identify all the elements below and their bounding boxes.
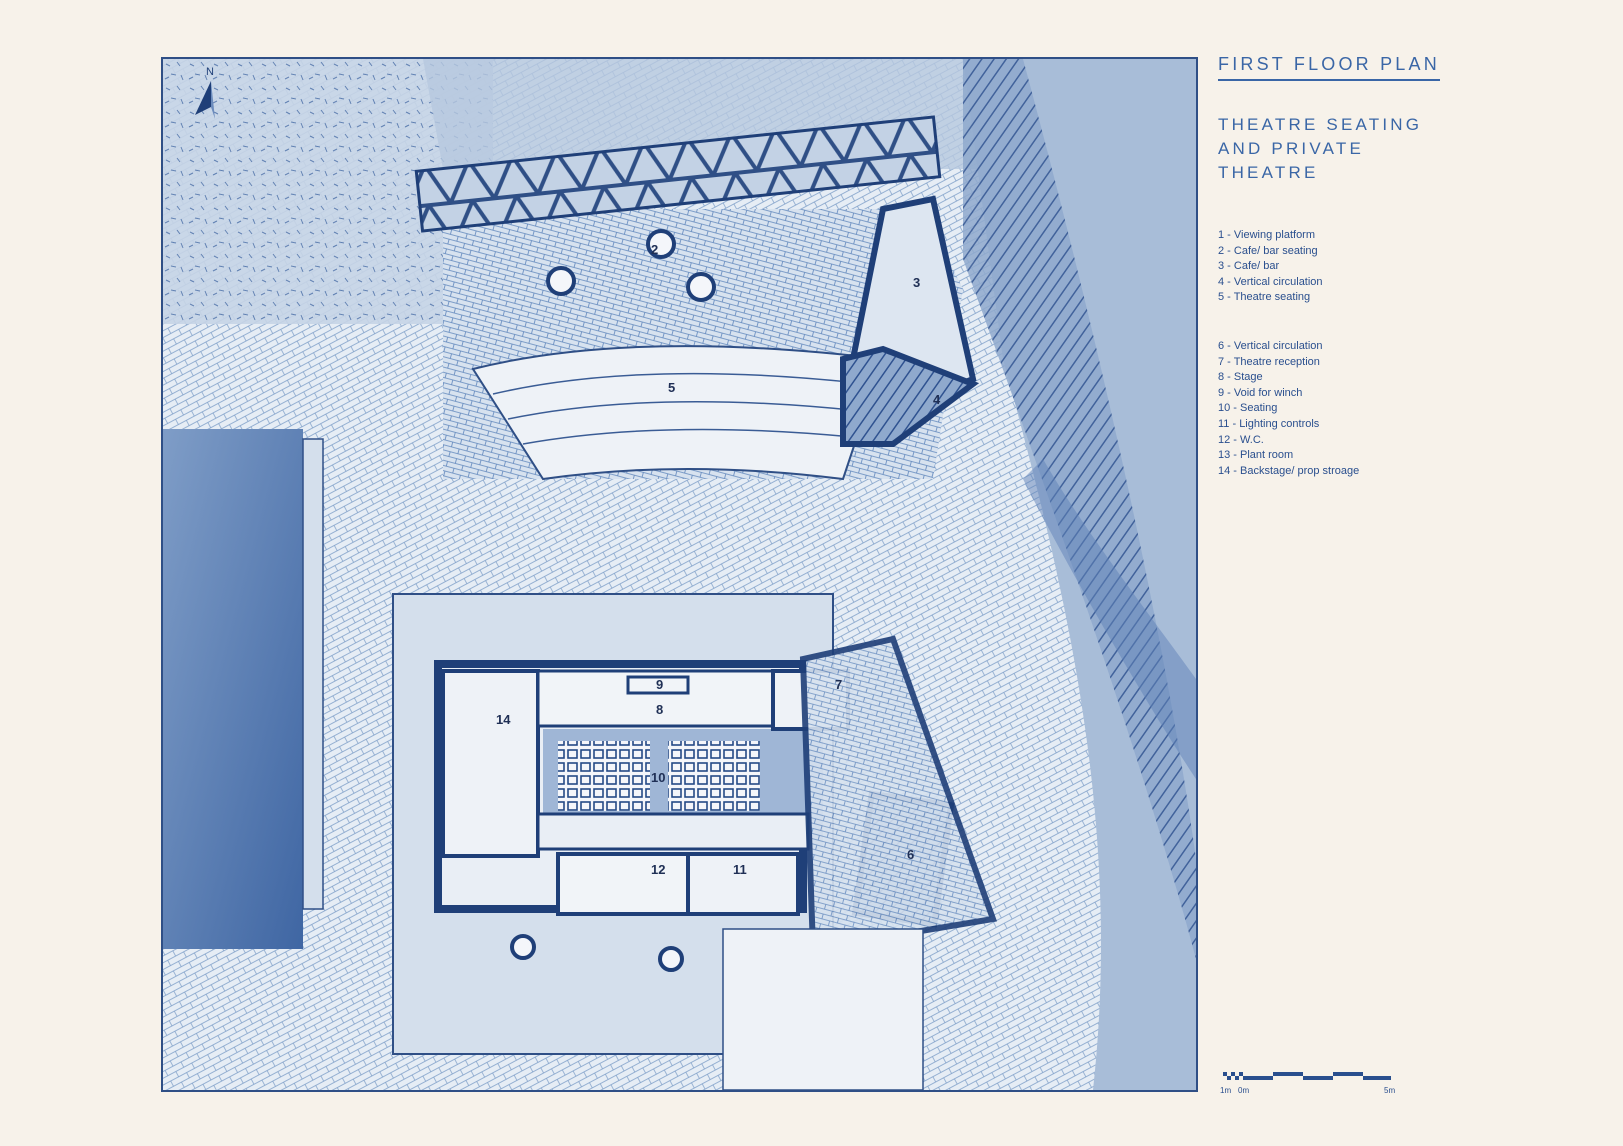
legend-item: 8 - Stage [1218, 371, 1263, 384]
cafe-table-3 [686, 272, 716, 302]
floor-plan-drawing: 2 3 4 5 6 7 8 9 10 11 12 14 N [161, 57, 1198, 1092]
room-number-7: 7 [835, 677, 842, 692]
legend-group-1: 1 - Viewing platform 2 - Cafe/ bar seati… [1218, 228, 1323, 306]
terrace-slats [963, 59, 1196, 959]
room-number-6: 6 [907, 847, 914, 862]
cafe-table-2 [646, 229, 676, 259]
step-line-3 [522, 428, 854, 445]
step-line-2 [507, 400, 862, 420]
control-booth [536, 812, 810, 851]
sheet-subtitle: THEATRE SEATING AND PRIVATE THEATRE [1218, 115, 1423, 182]
room-number-10: 10 [651, 770, 665, 785]
water-edge [1023, 459, 1196, 779]
legend-item: 10 - Seating [1218, 402, 1278, 415]
backstage-room [441, 669, 540, 858]
room-number-14: 14 [496, 712, 511, 727]
legend-item: 12 - W.C. [1218, 433, 1264, 446]
legend-item: 3 - Cafe/ bar [1218, 260, 1280, 273]
legend-item: 1 - Viewing platform [1218, 229, 1316, 241]
cafe-table-1 [546, 266, 576, 296]
plant-room [686, 852, 800, 916]
tree-belt [163, 429, 303, 949]
legend-item: 13 - Plant room [1218, 449, 1294, 462]
legend-item: 2 - Cafe/ bar seating [1218, 244, 1318, 257]
step-line-1 [492, 372, 869, 395]
room-number-8: 8 [656, 702, 663, 717]
seating-block-left [558, 741, 650, 811]
winch-void [626, 675, 690, 695]
theatre-wing [799, 635, 998, 953]
room-number-9: 9 [656, 677, 663, 692]
scale-label-1m: 1m [1220, 1086, 1232, 1095]
legend-item: 14 - Backstage/ prop stroage [1218, 464, 1360, 477]
boardwalk [302, 438, 324, 910]
lower-table-1 [510, 934, 536, 960]
truss-bridge [414, 115, 942, 233]
wc-block [556, 852, 690, 916]
room-number-2: 2 [651, 242, 658, 257]
legend-item: 11 - Lighting controls [1218, 417, 1320, 430]
stage-area [536, 669, 775, 728]
seating-block-right [668, 741, 760, 811]
legend-group-2: 6 - Vertical circulation 7 - Theatre rec… [1218, 339, 1359, 479]
legend-item: 5 - Theatre seating [1218, 291, 1311, 304]
north-arrow-icon: N [195, 66, 215, 119]
scale-label-5m: 5m [1384, 1086, 1396, 1095]
scale-label-0m: 0m [1238, 1086, 1250, 1095]
room-number-3: 3 [913, 275, 920, 290]
room-number-12: 12 [651, 862, 665, 877]
theatre-seating-steps [471, 345, 885, 481]
lower-steps [722, 928, 924, 1090]
scale-bar [1223, 1072, 1391, 1080]
lower-table-2 [658, 946, 684, 972]
north-label: N [206, 66, 214, 78]
legend-item: 7 - Theatre reception [1218, 355, 1320, 368]
legend-item: 4 - Vertical circulation [1218, 275, 1323, 288]
stair-core [840, 345, 980, 447]
room-number-11: 11 [733, 862, 747, 877]
room-number-5: 5 [668, 380, 675, 395]
legend-item: 9 - Void for winch [1218, 386, 1303, 399]
sheet-title: FIRST FLOOR PLAN [1218, 54, 1440, 81]
room-number-4: 4 [933, 392, 941, 407]
legend-item: 6 - Vertical circulation [1218, 340, 1323, 352]
